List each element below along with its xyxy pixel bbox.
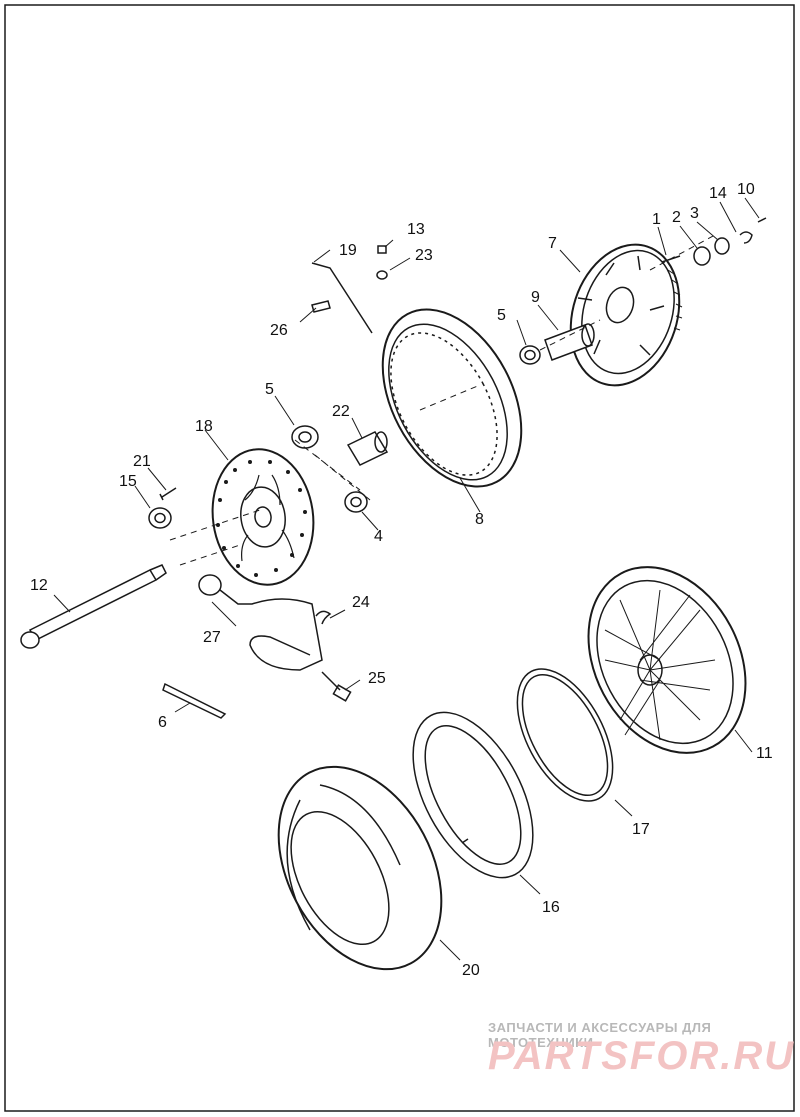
callout-18: 18: [195, 418, 213, 435]
clip-part: [315, 610, 332, 625]
watermark-tagline: ЗАПЧАСТИ И АКСЕССУАРЫ ДЛЯ МОТОТЕХНИКИ: [488, 1020, 712, 1050]
callout-5-lower: 5: [265, 381, 274, 398]
callout-20: 20: [462, 962, 480, 979]
callout-25: 25: [368, 670, 386, 687]
bolt-part: [661, 255, 681, 263]
clip-block-part: [311, 300, 331, 313]
callout-24: 24: [352, 594, 370, 611]
axle-part: [20, 564, 167, 649]
callout-21: 21: [133, 453, 151, 470]
rim-part: [381, 308, 523, 488]
callout-13: 13: [407, 221, 425, 238]
axle-spacer-part: [346, 431, 389, 466]
spacer-part: [544, 323, 595, 361]
callout-11: 11: [756, 745, 773, 762]
tool-part: [162, 682, 227, 719]
cotter-pin-part: [311, 262, 373, 334]
leader-lines: [53, 197, 760, 961]
spacer-small-part: [148, 507, 172, 529]
callout-1: 1: [652, 211, 661, 228]
callout-16: 16: [542, 899, 560, 916]
screw-small-part: [757, 217, 767, 223]
callout-8: 8: [475, 511, 484, 528]
spoke-wheel-part: [587, 566, 747, 754]
callout-7: 7: [548, 235, 557, 252]
brake-disc-part: [211, 448, 315, 586]
inner-tube-part: [412, 711, 534, 879]
callout-2: 2: [672, 209, 681, 226]
washer-part: [693, 246, 711, 266]
callout-26: 26: [270, 322, 288, 339]
callout-17: 17: [632, 821, 650, 838]
diagram-border: [4, 4, 795, 1112]
lock-washer-part: [714, 237, 730, 255]
watermark-logo: PARTSFOR.RU: [488, 1034, 796, 1078]
callout-3: 3: [690, 205, 699, 222]
bearing-upper-part: [519, 345, 541, 365]
bearing-lower-part: [291, 425, 319, 449]
callout-6: 6: [158, 714, 167, 731]
rear-pulley-part: [569, 243, 683, 387]
callout-12: 12: [30, 577, 48, 594]
wheel-speed-sensor-part: [198, 574, 352, 702]
rim-strip-part: [516, 668, 614, 802]
screw-part: [159, 487, 177, 501]
callout-19: 19: [339, 242, 357, 259]
spring-clip-part: [739, 231, 753, 244]
tire-part: [277, 765, 443, 971]
fitting-part: [377, 245, 387, 254]
callout-9: 9: [531, 289, 540, 306]
callout-14: 14: [709, 185, 727, 202]
callout-5-upper: 5: [497, 307, 506, 324]
callout-4: 4: [374, 528, 383, 545]
seal-part: [344, 491, 368, 513]
callout-labels: 1 2 3 14 10 7 5 9 8 5 22 4 18 21 15 12 1…: [30, 181, 773, 979]
callout-23: 23: [415, 247, 433, 264]
callout-27: 27: [203, 629, 221, 646]
callout-10: 10: [737, 181, 755, 198]
callout-22: 22: [332, 403, 350, 420]
callout-15: 15: [119, 473, 137, 490]
nut-part: [376, 270, 388, 280]
